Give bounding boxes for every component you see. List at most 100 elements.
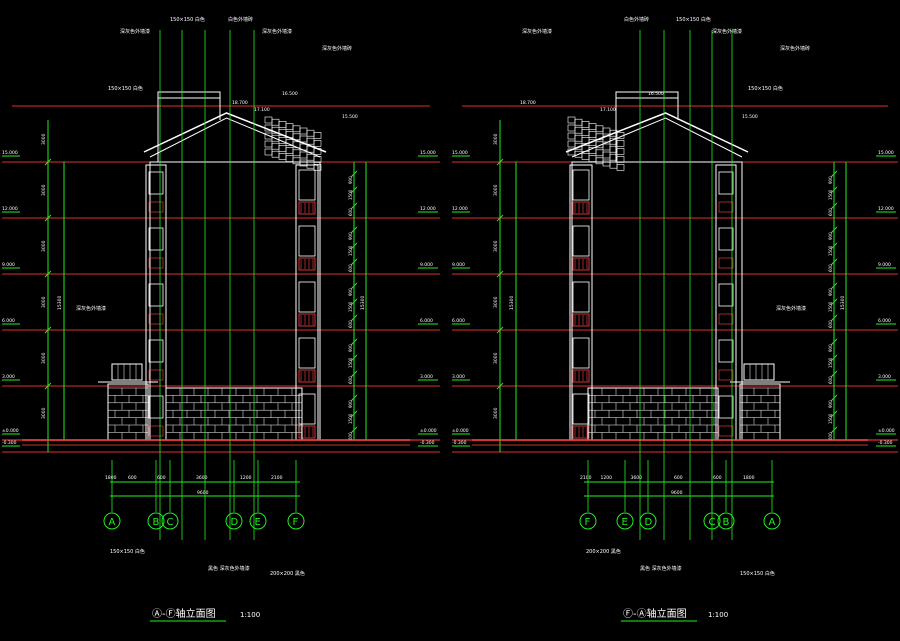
bay-dim: 600 bbox=[128, 475, 137, 481]
level-mark-inner: 9.000 bbox=[420, 262, 433, 268]
axis-bubble bbox=[103, 512, 121, 530]
axis-bubble bbox=[287, 512, 305, 530]
dim-tick bbox=[350, 170, 358, 178]
left-view-scale: 1:100 bbox=[240, 611, 260, 619]
story-dim: 3000 bbox=[41, 407, 47, 419]
window bbox=[572, 225, 590, 257]
top-level-mark: 18.700 bbox=[232, 100, 248, 106]
roof-tile-hatch bbox=[264, 116, 322, 171]
stair-railing bbox=[148, 369, 164, 381]
window bbox=[572, 281, 590, 313]
note-parapet: 深灰色外墙砖 bbox=[322, 45, 352, 52]
level-mark-inner: 6.000 bbox=[878, 318, 891, 324]
dim-tick bbox=[830, 226, 838, 234]
story-dim: 3000 bbox=[41, 352, 47, 364]
window-dim: 1500 bbox=[828, 301, 833, 312]
note-roof-tile-2: 深灰色外墙漆 bbox=[262, 28, 292, 35]
window-dim: 1500 bbox=[828, 357, 833, 368]
level-mark-outer: 9.000 bbox=[2, 262, 15, 268]
axis-label: B bbox=[723, 517, 730, 528]
axis-bubble bbox=[616, 512, 634, 530]
level-mark-outer: 15.000 bbox=[452, 150, 468, 156]
note-bottom-1: 200×200 黑色 bbox=[586, 548, 621, 555]
stair-railing bbox=[148, 201, 164, 213]
window-dim: 600 bbox=[828, 432, 833, 440]
dim-tick bbox=[350, 410, 358, 418]
dim-tick bbox=[496, 382, 504, 390]
level-mark-outer: ±0.000 bbox=[452, 428, 469, 434]
stair-railing bbox=[148, 313, 164, 325]
note-bottom-2: 黑色 深灰色外墙漆 bbox=[208, 565, 250, 572]
level-mark-outer: -0.300 bbox=[2, 440, 17, 446]
dim-tick bbox=[496, 158, 504, 166]
dim-tick bbox=[350, 394, 358, 402]
level-mark-outer: 6.000 bbox=[2, 318, 15, 324]
window-dim: 1500 bbox=[828, 245, 833, 256]
stair-railing bbox=[718, 313, 734, 325]
stair-window bbox=[718, 171, 734, 195]
stair-window bbox=[148, 339, 164, 363]
dim-tick bbox=[830, 202, 838, 210]
stair-window bbox=[148, 395, 164, 419]
bay-dim: 2100 bbox=[271, 475, 283, 481]
window-dim: 1500 bbox=[348, 357, 353, 368]
bay-dim: 600 bbox=[674, 475, 683, 481]
window-total-dim: 15300 bbox=[840, 296, 846, 310]
story-dim: 3000 bbox=[493, 240, 499, 252]
stair-window bbox=[148, 283, 164, 307]
window-dim: 600 bbox=[348, 208, 353, 216]
dim-tick bbox=[830, 410, 838, 418]
dim-tick bbox=[350, 202, 358, 210]
window-dim: 600 bbox=[828, 264, 833, 272]
note-gutter-2: 150×150 白色 bbox=[748, 85, 783, 92]
story-dim: 3000 bbox=[493, 296, 499, 308]
right-view-scale: 1:100 bbox=[708, 611, 728, 619]
story-dim: 3000 bbox=[41, 296, 47, 308]
window-dim: 900 bbox=[828, 400, 833, 408]
level-mark-inner: 12.000 bbox=[420, 206, 436, 212]
roof-tile bbox=[616, 164, 625, 171]
total-width-dim: 9600 bbox=[197, 490, 209, 496]
dim-tick bbox=[350, 354, 358, 362]
dim-tick bbox=[496, 214, 504, 222]
balcony-railing bbox=[572, 201, 590, 215]
dim-tick bbox=[350, 370, 358, 378]
note-bottom-3: 150×150 白色 bbox=[740, 570, 775, 577]
dim-tick bbox=[830, 338, 838, 346]
bay-dim: 3600 bbox=[196, 475, 208, 481]
roof-tile bbox=[313, 140, 322, 147]
bay-dim: 1200 bbox=[240, 475, 252, 481]
axis-label: F bbox=[585, 517, 591, 528]
bay-dim: 600 bbox=[157, 475, 166, 481]
bay-dim: 2100 bbox=[580, 475, 592, 481]
window bbox=[298, 393, 316, 425]
dim-tick bbox=[830, 242, 838, 250]
axis-bubble bbox=[763, 512, 781, 530]
dim-tick bbox=[830, 282, 838, 290]
dim-tick bbox=[350, 186, 358, 194]
dim-tick bbox=[496, 326, 504, 334]
axis-label: A bbox=[109, 517, 116, 528]
right-view-title: Ⓕ-Ⓐ轴立面图 bbox=[623, 607, 687, 620]
dim-tick bbox=[830, 426, 838, 434]
dim-tick bbox=[44, 270, 52, 278]
axis-label: D bbox=[645, 517, 653, 528]
window-dim: 600 bbox=[348, 376, 353, 384]
dim-tick bbox=[350, 298, 358, 306]
dim-tick bbox=[44, 158, 52, 166]
note-mid-wall: 深灰色外墙漆 bbox=[776, 305, 806, 312]
note-bottom-1: 150×150 白色 bbox=[110, 548, 145, 555]
dim-tick bbox=[830, 314, 838, 322]
level-mark-outer: 15.000 bbox=[2, 150, 18, 156]
roof-tile bbox=[313, 156, 322, 163]
roof-tile bbox=[616, 140, 625, 147]
roof-parapet bbox=[157, 91, 221, 99]
story-dim: 3000 bbox=[493, 184, 499, 196]
level-mark-inner: ±0.000 bbox=[420, 428, 437, 434]
stair-window bbox=[718, 227, 734, 251]
level-mark-outer: 3.000 bbox=[452, 374, 465, 380]
window-dim: 1500 bbox=[348, 301, 353, 312]
window-dim: 600 bbox=[828, 376, 833, 384]
window-dim: 900 bbox=[348, 344, 353, 352]
